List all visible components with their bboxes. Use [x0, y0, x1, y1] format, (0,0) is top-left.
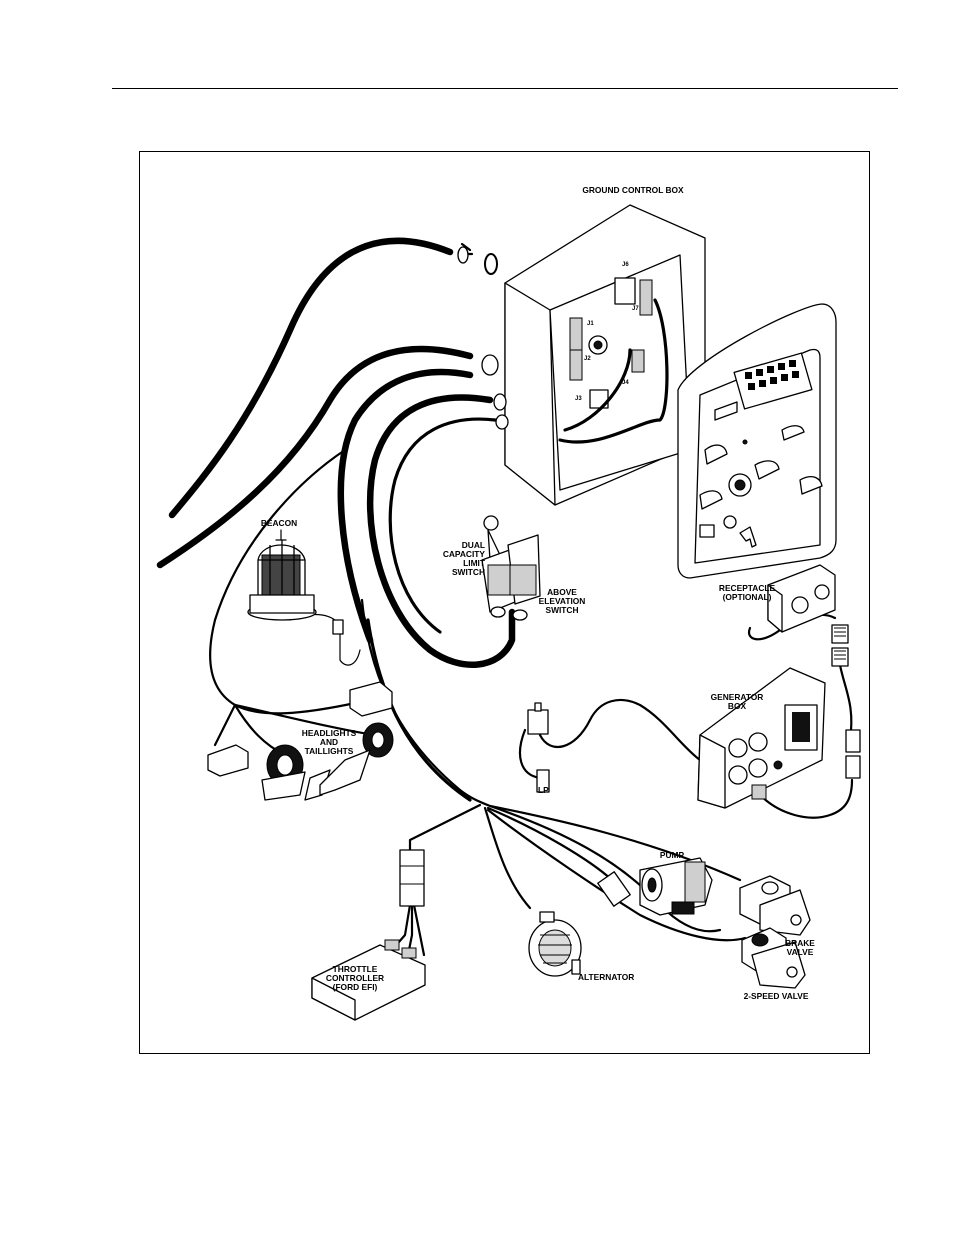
throttle-controller [312, 850, 425, 1020]
two-speed-valve [742, 928, 805, 988]
connector-j6: J6 [622, 262, 629, 268]
label-alternator: ALTERNATOR [578, 972, 634, 982]
label-beacon: BEACON [261, 518, 297, 528]
alternator [529, 912, 581, 976]
generator-box [698, 668, 860, 808]
connector-j7: J7 [632, 306, 639, 312]
lp-connector [528, 703, 549, 792]
receptacle [768, 565, 848, 666]
main-cables [160, 241, 512, 665]
label-throttle-3: (FORD EFI) [333, 982, 378, 992]
headlights-taillights [208, 682, 393, 800]
beacon [248, 530, 343, 634]
label-headlights-3: TAILLIGHTS [305, 746, 354, 756]
label-lp: LP [538, 785, 549, 795]
label-receptacle-2: (OPTIONAL) [723, 592, 772, 602]
label-generator-box-2: BOX [728, 701, 747, 711]
label-two-speed-valve: 2-SPEED VALVE [744, 991, 809, 1001]
label-ground-control-box: GROUND CONTROL BOX [582, 185, 684, 195]
connector-j2: J2 [584, 356, 591, 362]
label-brake-valve-2: VALVE [787, 947, 814, 957]
brake-valve [740, 876, 810, 935]
label-dual-capacity-4: SWITCH [452, 567, 485, 577]
label-pump: PUMP [660, 850, 685, 860]
label-above-elevation-3: SWITCH [545, 605, 578, 615]
connector-j3: J3 [575, 396, 582, 402]
limit-switches [482, 516, 540, 620]
ground-control-box: J1 J2 J3 J4 J6 J7 [458, 205, 705, 505]
connector-j1: J1 [587, 321, 594, 327]
connector-j4: J4 [622, 380, 629, 386]
